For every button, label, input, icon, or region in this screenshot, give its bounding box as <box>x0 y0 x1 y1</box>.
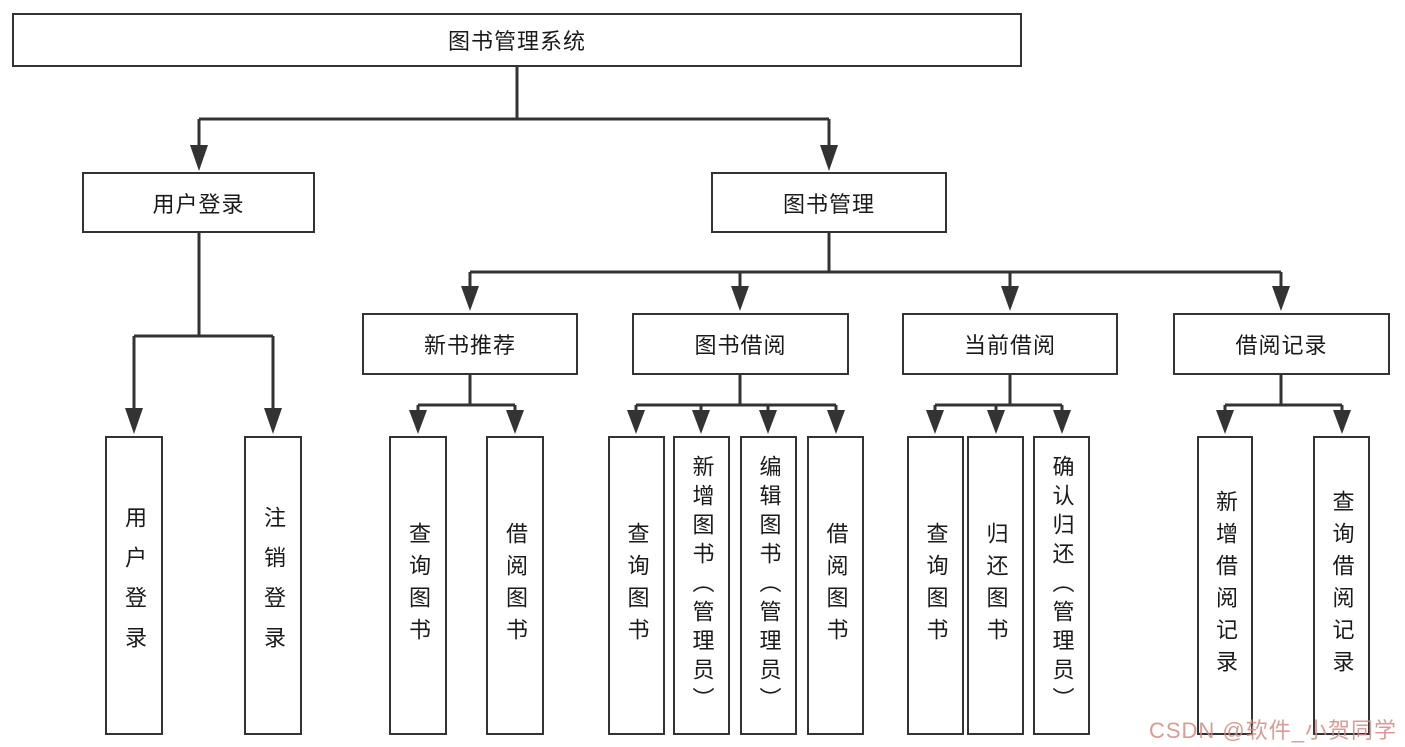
leaf-add-books-admin-label: 新增图书（管理员） <box>689 455 715 716</box>
node-current-borrowing: 当前借阅 <box>902 313 1118 375</box>
arrowhead-newbook <box>461 286 479 311</box>
arrowhead-bwedit <box>759 410 777 434</box>
leaf-newbook-query-books-label: 查询图书 <box>406 521 431 650</box>
node-current-borrowing-label: 当前借阅 <box>963 333 1056 358</box>
leaf-borrowing-query-books: 查询图书 <box>608 436 665 735</box>
leaf-add-borrow-record-label: 新增借阅记录 <box>1213 489 1238 682</box>
leaf-logout: 注销登录 <box>244 436 302 735</box>
arrowheads-group <box>125 145 1351 434</box>
leaf-return-books-label: 归还图书 <box>983 521 1009 650</box>
arrowhead-curquery <box>926 410 944 434</box>
node-user-login-group: 用户登录 <box>82 172 315 233</box>
arrowhead-logout <box>264 408 282 434</box>
node-borrowing-records-label: 借阅记录 <box>1235 333 1328 358</box>
node-book-management-label: 图书管理 <box>782 191 875 217</box>
leaf-add-borrow-record: 新增借阅记录 <box>1197 436 1253 735</box>
arrowhead-recadd <box>1216 410 1234 434</box>
arrowhead-userlogin <box>125 408 143 434</box>
arrowhead-nbquery <box>409 410 427 434</box>
node-new-book-recommend-label: 新书推荐 <box>423 333 516 358</box>
leaf-borrowing-borrow-books: 借阅图书 <box>807 436 864 735</box>
arrowhead-nbborrow <box>506 410 524 434</box>
arrowhead-records <box>1272 286 1290 311</box>
arrowhead-bwborrow <box>827 410 845 434</box>
arrowhead-login <box>190 145 208 171</box>
node-borrowing-records: 借阅记录 <box>1173 313 1390 375</box>
arrowhead-bwadd <box>692 410 710 434</box>
csdn-watermark: CSDN @软件_小贺同学 <box>1148 718 1397 743</box>
leaf-current-query-books: 查询图书 <box>907 436 964 735</box>
leaf-query-borrow-record-label: 查询借阅记录 <box>1329 489 1355 682</box>
arrowhead-bwquery <box>627 410 645 434</box>
leaf-user-login: 用户登录 <box>105 436 163 735</box>
leaf-user-login-label: 用户登录 <box>122 505 147 666</box>
leaf-confirm-return-admin: 确认归还（管理员） <box>1033 436 1090 735</box>
leaf-add-books-admin: 新增图书（管理员） <box>673 436 730 735</box>
node-book-management: 图书管理 <box>711 172 947 233</box>
arrowhead-current <box>1001 286 1019 311</box>
node-book-borrowing-label: 图书借阅 <box>694 333 787 358</box>
leaf-borrowing-borrow-books-label: 借阅图书 <box>823 521 849 650</box>
leaf-newbook-query-books: 查询图书 <box>389 436 447 735</box>
leaf-borrowing-query-books-label: 查询图书 <box>624 521 650 650</box>
arrowhead-recquery <box>1333 410 1351 434</box>
leaf-return-books: 归还图书 <box>967 436 1024 735</box>
node-root-system: 图书管理系统 <box>12 13 1022 67</box>
node-new-book-recommend: 新书推荐 <box>362 313 578 375</box>
arrowhead-borrow <box>731 286 749 311</box>
leaf-confirm-return-admin-label: 确认归还（管理员） <box>1049 455 1075 716</box>
arrowhead-curreturn <box>987 410 1005 434</box>
leaf-newbook-borrow-books: 借阅图书 <box>486 436 544 735</box>
leaf-edit-books-admin: 编辑图书（管理员） <box>740 436 797 735</box>
node-root-label: 图书管理系统 <box>447 29 586 54</box>
node-user-login-label: 用户登录 <box>152 191 245 217</box>
node-book-borrowing: 图书借阅 <box>632 313 849 375</box>
leaf-current-query-books-label: 查询图书 <box>923 521 949 650</box>
arrowhead-mgmt <box>820 145 838 171</box>
leaf-edit-books-admin-label: 编辑图书（管理员） <box>756 455 782 716</box>
arrowhead-curconfirm <box>1053 410 1071 434</box>
leaf-query-borrow-record: 查询借阅记录 <box>1313 436 1370 735</box>
leaf-logout-label: 注销登录 <box>261 505 286 666</box>
leaf-newbook-borrow-books-label: 借阅图书 <box>503 521 528 650</box>
